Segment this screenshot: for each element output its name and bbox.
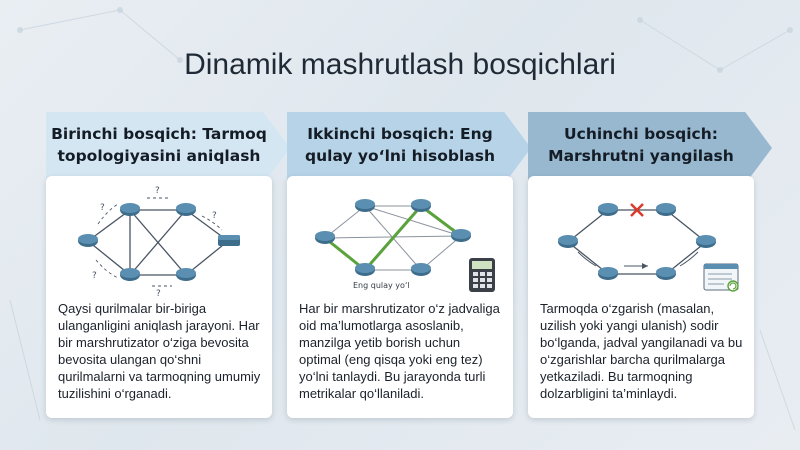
stage-1-description: Qaysi qurilmalar bir-biriga ulanganligin… [58, 301, 261, 401]
stage-3-heading: Uchinchi bosqich: Marshrutni yangilash [532, 123, 750, 167]
router-icon [355, 199, 375, 212]
stage-1-heading-line2: topologiyasini aniqlash [57, 147, 261, 165]
router-icon [315, 231, 335, 244]
question-mark-icon: ? [100, 203, 105, 213]
router-icon [176, 268, 196, 281]
router-icon [656, 267, 676, 280]
stage-3-heading-line2: Marshrutni yangilash [548, 147, 734, 165]
stage-3-heading-line1: Uchinchi bosqich: [564, 125, 718, 143]
router-icon [696, 235, 716, 248]
route-update-illustration [558, 203, 739, 292]
question-mark-icon: ? [92, 271, 97, 281]
stage-3-card: Tarmoqda o‘zgarish (masalan, uzilish yok… [528, 176, 754, 418]
stage-2-description: Har bir marshrutizator o‘z jadvaliga oid… [299, 301, 500, 401]
stage-1-card: ? ? ? ? ? Qays [46, 176, 272, 418]
router-icon [120, 203, 140, 216]
question-mark-icon: ? [156, 289, 161, 298]
stage-1-heading-line1: Birinchi bosqich: Tarmoq [51, 125, 267, 143]
router-icon [411, 263, 431, 276]
router-icon [120, 268, 140, 281]
router-icon [411, 199, 431, 212]
question-mark-icon: ? [155, 186, 160, 196]
calculator-icon [469, 258, 495, 292]
page-title: Dinamik mashrutlash bosqichlari [184, 48, 616, 81]
stage-2-column: Ikkinchi bosqich: Eng qulay yo‘lni hisob… [287, 112, 531, 418]
router-icon [451, 229, 471, 242]
stage-2-card: Eng qulay yo‘l [287, 176, 513, 418]
stage-1-heading: Birinchi bosqich: Tarmoq topologiyasini … [50, 123, 268, 167]
switch-icon [218, 235, 240, 246]
router-icon [656, 203, 676, 216]
question-mark-icon: ? [212, 211, 217, 221]
stage-2-banner [287, 112, 531, 184]
router-icon [558, 235, 578, 248]
stage-2-heading-line2: qulay yo‘lni hisoblash [305, 147, 495, 165]
stage-2-heading-line1: Ikkinchi bosqich: Eng [307, 125, 493, 143]
router-icon [598, 203, 618, 216]
router-icon [355, 263, 375, 276]
stage-1-column: Birinchi bosqich: Tarmoq topologiyasini … [46, 112, 290, 418]
routing-table-icon [703, 263, 739, 292]
broken-link-icon [630, 203, 644, 217]
router-icon [176, 203, 196, 216]
stage-3-banner [528, 112, 772, 184]
router-icon [598, 267, 618, 280]
stage-2-heading: Ikkinchi bosqich: Eng qulay yo‘lni hisob… [291, 123, 509, 167]
stage-3-column: Uchinchi bosqich: Marshrutni yangilash [528, 112, 772, 418]
stage-1-banner [46, 112, 290, 184]
stage-3-description: Tarmoqda o‘zgarish (masalan, uzilish yok… [540, 301, 743, 401]
optimal-path-label: Eng qulay yo‘l [353, 281, 410, 290]
path-calculation-illustration: Eng qulay yo‘l [315, 199, 495, 292]
topology-discovery-illustration: ? ? ? ? ? [78, 186, 240, 298]
router-icon [78, 234, 98, 247]
